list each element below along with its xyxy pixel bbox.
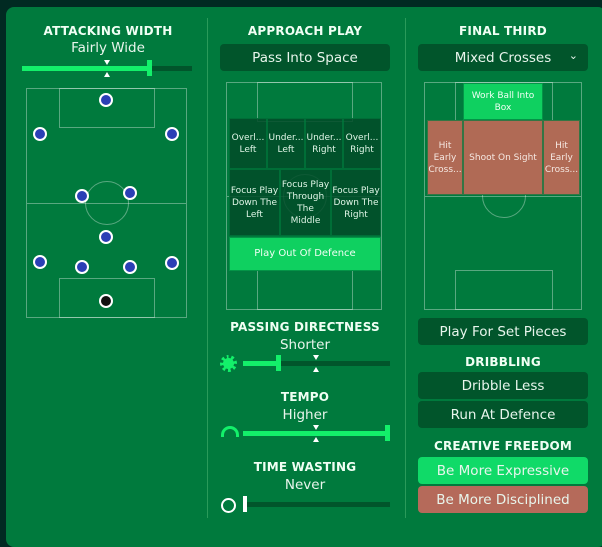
formation-pitch: [26, 88, 187, 318]
goalkeeper-marker[interactable]: [99, 294, 113, 308]
zone-shoot-on-sight[interactable]: Shoot On Sight: [463, 120, 543, 195]
be-more-expressive-button[interactable]: Be More Expressive: [418, 457, 588, 484]
tempo-gauge-icon: [221, 426, 239, 437]
player-marker[interactable]: [123, 260, 137, 274]
final-third-select[interactable]: Mixed Crosses ⌄: [418, 44, 588, 71]
dribble-less-button[interactable]: Dribble Less: [418, 372, 588, 399]
player-marker[interactable]: [99, 230, 113, 244]
passing-directness-value: Shorter: [279, 337, 331, 353]
approach-play-title: APPROACH PLAY: [247, 24, 363, 38]
tempo-title: TEMPO: [280, 390, 330, 404]
attacking-width-title: ATTACKING WIDTH: [43, 24, 173, 38]
player-marker[interactable]: [99, 93, 113, 107]
time-wasting-value: Never: [284, 477, 326, 493]
time-wasting-title: TIME WASTING: [253, 460, 357, 474]
final-third-pitch: Work Ball Into Box Hit Early Cross... Sh…: [424, 82, 582, 310]
football-icon: [220, 355, 237, 372]
column-divider: [207, 18, 208, 518]
stopwatch-icon: [221, 498, 236, 513]
approach-play-pitch: Overl... Left Under... Left Under... Rig…: [226, 82, 382, 310]
tempo-value: Higher: [282, 407, 328, 423]
zone-hit-early-cross-right[interactable]: Hit Early Cross...: [543, 120, 580, 195]
column-divider: [405, 18, 406, 518]
chevron-down-icon: ⌄: [568, 49, 578, 62]
zone-overlap-left[interactable]: Overl... Left: [229, 118, 267, 169]
final-third-title: FINAL THIRD: [459, 24, 547, 38]
attacking-width-slider[interactable]: [22, 60, 192, 77]
player-marker[interactable]: [33, 127, 47, 141]
player-marker[interactable]: [165, 256, 179, 270]
zone-focus-right[interactable]: Focus Play Down The Right: [331, 169, 381, 236]
player-marker[interactable]: [165, 127, 179, 141]
zone-hit-early-cross-left[interactable]: Hit Early Cross...: [427, 120, 463, 195]
approach-play-select[interactable]: Pass Into Space: [220, 44, 390, 71]
zone-work-ball-into-box[interactable]: Work Ball Into Box: [463, 83, 543, 120]
zone-overlap-right[interactable]: Overl... Right: [343, 118, 381, 169]
passing-directness-title: PASSING DIRECTNESS: [230, 320, 380, 334]
zone-underlap-right[interactable]: Under... Right: [305, 118, 343, 169]
player-marker[interactable]: [75, 260, 89, 274]
time-wasting-slider[interactable]: [243, 496, 390, 512]
play-for-set-pieces-button[interactable]: Play For Set Pieces: [418, 318, 588, 345]
final-third-selected: Mixed Crosses: [454, 49, 552, 66]
creative-freedom-title: CREATIVE FREEDOM: [433, 439, 573, 453]
passing-directness-slider[interactable]: [243, 355, 390, 372]
run-at-defence-button[interactable]: Run At Defence: [418, 401, 588, 428]
zone-focus-left[interactable]: Focus Play Down The Left: [229, 169, 280, 236]
zone-focus-middle[interactable]: Focus Play Through The Middle: [280, 169, 331, 236]
player-marker[interactable]: [75, 189, 89, 203]
be-more-disciplined-button[interactable]: Be More Disciplined: [418, 486, 588, 513]
zone-underlap-left[interactable]: Under... Left: [267, 118, 305, 169]
attacking-width-value: Fairly Wide: [71, 40, 145, 56]
tempo-slider[interactable]: [243, 425, 390, 442]
zone-play-out-of-defence[interactable]: Play Out Of Defence: [229, 237, 381, 271]
dribbling-title: DRIBBLING: [465, 355, 541, 369]
player-marker[interactable]: [33, 255, 47, 269]
player-marker[interactable]: [123, 186, 137, 200]
